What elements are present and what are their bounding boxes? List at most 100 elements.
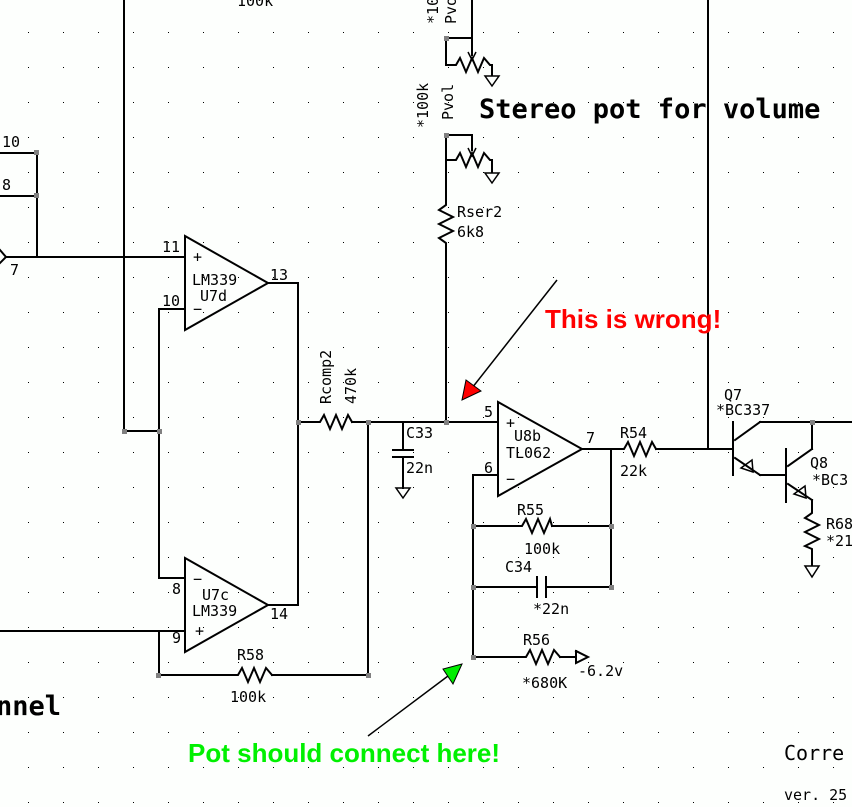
ref-label: Rcomp2 [317,350,335,404]
grid-dot [588,207,589,208]
grid-dot [693,522,694,523]
grid-dot [98,627,99,628]
grid-dot [133,137,134,138]
grid-dot [798,592,799,593]
grid-dot [623,452,624,453]
grid-dot [833,207,834,208]
grid-dot [273,137,274,138]
grid-dot [63,67,64,68]
grid-dot [308,557,309,558]
grid-dot [343,67,344,68]
grid-dot [588,277,589,278]
grid-dot [343,102,344,103]
grid-dot [833,32,834,33]
grid-dot [238,697,239,698]
grid-dot [483,417,484,418]
grid-dot [553,767,554,768]
grid-dot [693,137,694,138]
grid-dot [133,312,134,313]
transistor-emitter [733,456,762,477]
grid-dot [623,242,624,243]
resistor-r58[interactable]: R58 100k [227,646,274,706]
pin-label: 8 [172,580,181,598]
grid-dot [308,32,309,33]
grid-dot [588,32,589,33]
grid-dot [168,67,169,68]
grid-dot [798,417,799,418]
transistor-q8[interactable]: Q8 *BC3 [785,447,848,503]
grid-dot [168,32,169,33]
grid-dot [553,207,554,208]
grid-dot [238,802,239,803]
grid-dot [623,487,624,488]
resistor-r56[interactable]: R56 *680K -6.2v [521,631,623,692]
grid-dot [693,32,694,33]
resistor-rcomp2[interactable]: Rcomp2 470k [315,350,360,432]
ref-label: U7d [200,287,227,305]
grid-dot [133,207,134,208]
grid-dot [28,417,29,418]
grid-dot [833,172,834,173]
annotation-arrow-line [367,675,449,737]
grid-dot [553,627,554,628]
grid-dot [308,347,309,348]
grid-dot [693,557,694,558]
pin-label: 14 [270,605,288,623]
grid-dot [413,452,414,453]
resistor-r55[interactable]: R55 100k [517,501,560,558]
pot-pvol-lower[interactable]: *100k Pvol [414,83,501,185]
resistor-r54[interactable]: R54 22k [619,424,658,480]
grid-dot [308,102,309,103]
grid-dot [28,557,29,558]
grid-dot [203,592,204,593]
grid-dot [833,767,834,768]
grid-dot [483,347,484,348]
annotation-arrow-line [471,279,558,389]
grid-dot [28,172,29,173]
grid-dot [448,557,449,558]
grid-dot [448,102,449,103]
grid-dot [63,802,64,803]
grid-dot [833,522,834,523]
grid-dot [413,802,414,803]
grid-dot [588,662,589,663]
grid-dot [728,67,729,68]
comparator-u7c[interactable]: − + U7c LM339 8 9 14 [172,556,288,654]
grid-dot [308,662,309,663]
grid-dot [763,802,764,803]
pot-resistor-icon [445,150,493,173]
grid-dot [553,277,554,278]
pin-label: 10 [2,133,20,151]
grid-dot [763,242,764,243]
ref-label: C33 [406,424,433,442]
supply-arrow-icon [574,649,591,665]
grid-dot [798,242,799,243]
grid-dot [623,67,624,68]
grid-dot [413,207,414,208]
opamp-u8b[interactable]: + − U8b TL062 5 6 7 [484,400,595,498]
capacitor-c33[interactable]: C33 22n [392,424,433,500]
grid-dot [63,627,64,628]
pot-pvol-upper[interactable]: *100k Pvol [424,0,501,88]
resistor-r68[interactable]: R68 *21 [802,509,852,553]
grid-dot [28,347,29,348]
corner-title: Corre [784,741,844,765]
grid-dot [798,522,799,523]
grid-dot [343,172,344,173]
grid-dot [308,592,309,593]
grid-dot [588,487,589,488]
resistor-rser2[interactable]: Rser2 6k8 [436,199,502,249]
grid-dot [448,522,449,523]
grid-dot [63,767,64,768]
grid-dot [658,557,659,558]
capacitor-c34[interactable]: C34 *22n [505,558,569,618]
grid-dot [378,732,379,733]
grid-dot [168,312,169,313]
grid-dot [833,487,834,488]
grid-dot [203,697,204,698]
transistor-q7[interactable]: Q7 *BC337 [716,386,770,477]
grid-dot [518,347,519,348]
comparator-u7d[interactable]: + − LM339 U7d 11 10 13 [162,234,288,332]
grid-dot [553,662,554,663]
pin-label: 11 [162,238,180,256]
